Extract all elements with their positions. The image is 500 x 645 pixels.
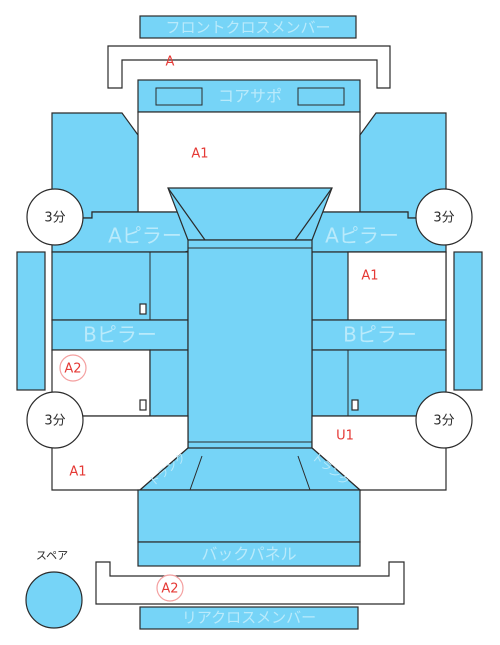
back-panel[interactable] bbox=[137, 541, 361, 567]
left-rear-door-mark: A2 bbox=[64, 362, 81, 377]
left-rear-quarter-mark: A1 bbox=[69, 465, 86, 480]
front-cross-member[interactable] bbox=[139, 15, 357, 39]
front-bumper-outline bbox=[107, 45, 391, 89]
radiator-core-support[interactable] bbox=[137, 79, 361, 113]
roof[interactable] bbox=[187, 239, 313, 457]
radiator-support-label: コアサポ bbox=[218, 87, 282, 106]
windshield-right-edge bbox=[294, 187, 333, 241]
left-side-sill[interactable] bbox=[16, 251, 46, 391]
rear-left-tire-tread: 3分 bbox=[44, 414, 65, 429]
rear-cross-member-mark: A2 bbox=[161, 582, 178, 597]
rear-cross-member[interactable] bbox=[139, 606, 359, 630]
left-b-pillar-label: Bピラー bbox=[83, 323, 157, 347]
left-front-door-handle bbox=[139, 303, 147, 315]
front-left-tire[interactable] bbox=[26, 188, 84, 246]
front-right-tire[interactable] bbox=[415, 188, 473, 246]
roof-panel-line bbox=[187, 247, 313, 443]
right-front-door-open-area bbox=[347, 251, 447, 321]
left-b-pillar[interactable] bbox=[51, 319, 189, 351]
windshield-left-edge bbox=[167, 187, 206, 241]
rear-bumper-outline bbox=[95, 561, 405, 605]
spare-tire[interactable] bbox=[25, 571, 83, 629]
front-right-tire-tread: 3分 bbox=[433, 211, 454, 226]
right-rear-door-handle bbox=[351, 399, 359, 411]
right-b-pillar-label: Bピラー bbox=[343, 323, 417, 347]
right-rear-quarter-mark: U1 bbox=[336, 429, 354, 444]
rear-window-edges bbox=[189, 455, 311, 491]
rear-right-tire-tread: 3分 bbox=[433, 414, 454, 429]
spare-tire-label: スペア bbox=[36, 549, 68, 562]
core-support-left-opening bbox=[155, 87, 203, 106]
rear-right-tire[interactable] bbox=[415, 391, 473, 449]
back-panel-label: バックパネル bbox=[201, 545, 296, 564]
front-cross-member-label: フロントクロスメンバー bbox=[165, 19, 330, 37]
front-left-tire-tread: 3分 bbox=[44, 211, 65, 226]
rear-cross-member-label: リアクロスメンバー bbox=[182, 609, 316, 627]
right-a-pillar-label: Aピラー bbox=[325, 224, 399, 248]
left-front-door[interactable] bbox=[51, 251, 189, 321]
front-cross-member-mark: A bbox=[166, 55, 175, 70]
windshield[interactable] bbox=[167, 187, 333, 241]
rear-cross-member-mark-circle bbox=[156, 574, 184, 602]
left-rear-door[interactable] bbox=[149, 349, 189, 417]
right-front-door-mark: A1 bbox=[361, 269, 378, 284]
left-rear-door-handle bbox=[139, 399, 147, 411]
left-a-pillar-label: Aピラー bbox=[108, 224, 182, 248]
trunk-lid[interactable] bbox=[137, 489, 361, 543]
right-side-sill[interactable] bbox=[453, 251, 483, 391]
rear-left-tire[interactable] bbox=[26, 391, 84, 449]
hood-mark: A1 bbox=[191, 147, 208, 162]
left-rear-door-mark-circle bbox=[59, 354, 87, 382]
core-support-right-opening bbox=[297, 87, 345, 106]
